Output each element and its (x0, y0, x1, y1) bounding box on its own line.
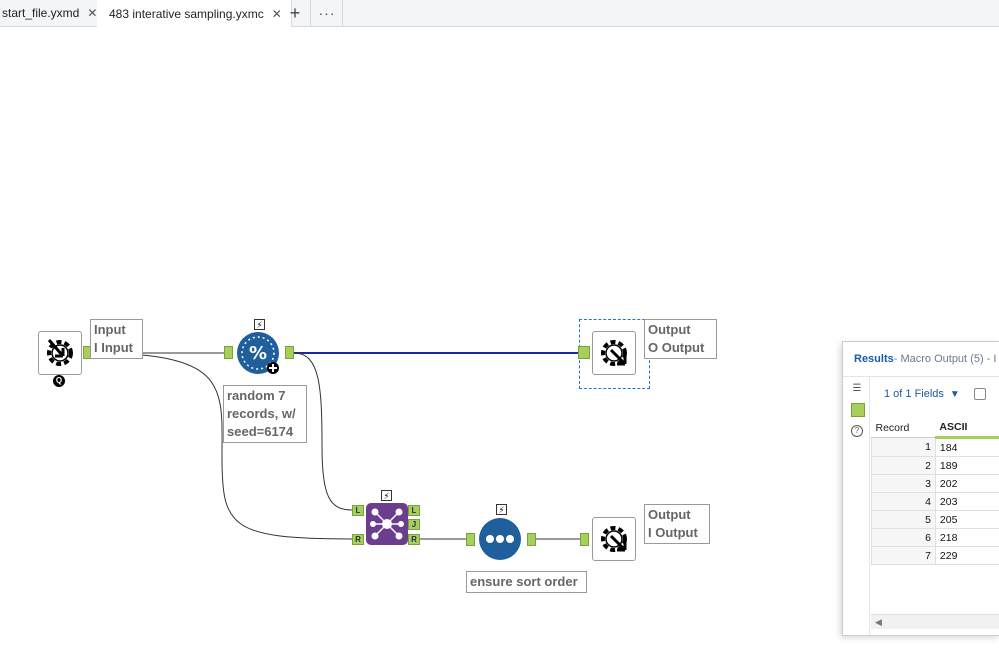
more-tabs-button[interactable]: ··· (312, 0, 343, 26)
join-right-output-anchor[interactable]: R (408, 534, 420, 545)
output-i-input-anchor[interactable] (580, 533, 589, 546)
bolt-icon: ⚡ (381, 490, 392, 501)
output-o-annotation: Output O Output (644, 319, 717, 359)
bolt-icon: ⚡ (496, 504, 507, 515)
list-icon[interactable]: ☰ (852, 383, 862, 394)
record-cell: 3 (871, 474, 936, 493)
output-o-input-anchor[interactable] (578, 346, 590, 359)
scroll-left-icon[interactable]: ◀ (875, 617, 882, 627)
tab-interative-sampling[interactable]: 483 interative sampling.yxmc ✕ (97, 0, 292, 27)
add-tab-button[interactable]: + (280, 0, 311, 26)
record-cell: 2 (871, 456, 936, 475)
workflow-canvas[interactable]: Q Input I Input ⚡ % random 7 records, w/… (0, 27, 999, 656)
join-tool[interactable] (365, 502, 409, 546)
join-left-output-anchor[interactable]: L (408, 505, 420, 516)
connection-wires (92, 352, 580, 540)
ascii-cell: 218 (934, 528, 999, 547)
svg-text:%: % (249, 343, 267, 364)
macro-output-i-tool[interactable] (592, 517, 636, 561)
sort-tool[interactable] (478, 517, 522, 561)
percent-icon: % (237, 332, 279, 374)
question-badge: Q (53, 375, 65, 387)
join-left-input-anchor[interactable]: L (352, 505, 364, 516)
close-icon[interactable]: ✕ (87, 6, 98, 20)
column-header-record[interactable]: Record (871, 418, 936, 438)
sort-dots-icon (479, 518, 521, 560)
results-header: Results - Macro Output (5) - I (843, 342, 999, 377)
results-sidebar: ☰ ? (843, 377, 870, 635)
sample-tool[interactable]: % (236, 331, 280, 375)
join-right-input-anchor[interactable]: R (352, 534, 364, 545)
join-join-output-anchor[interactable]: J (408, 519, 420, 530)
close-icon[interactable]: ✕ (271, 6, 282, 21)
sort-annotation: ensure sort order (466, 571, 587, 593)
column-header-ascii[interactable]: ASCII (935, 418, 999, 439)
results-subtitle: - Macro Output (5) - I (893, 353, 997, 365)
record-cell: 1 (871, 437, 936, 457)
ascii-cell: 202 (934, 474, 999, 493)
fields-selector[interactable]: 1 of 1 Fields ▼ (873, 377, 986, 411)
ascii-cell: 184 (934, 437, 999, 457)
data-view-icon[interactable] (851, 403, 865, 417)
tab-label: start_file.yxmd (2, 6, 80, 20)
horizontal-scrollbar[interactable]: ◀ (871, 614, 999, 629)
sort-input-anchor[interactable] (466, 533, 475, 546)
chevron-down-icon: ▼ (949, 388, 960, 400)
sample-annotation: random 7 records, w/ seed=6174 (223, 385, 307, 443)
macro-output-gear-icon (601, 526, 627, 552)
record-cell: 5 (871, 510, 936, 529)
ascii-cell: 205 (934, 510, 999, 529)
bolt-icon: ⚡ (254, 319, 265, 330)
join-icon (366, 503, 408, 545)
sample-input-anchor[interactable] (224, 346, 233, 359)
fields-label: 1 of 1 Fields (884, 388, 944, 400)
ascii-cell: 189 (934, 456, 999, 475)
help-icon[interactable]: ? (851, 425, 863, 437)
sample-output-anchor[interactable] (285, 346, 294, 359)
ascii-cell: 229 (934, 546, 999, 565)
results-panel: Results - Macro Output (5) - I ☰ ? 1 of … (842, 341, 999, 636)
ascii-cell: 203 (934, 492, 999, 511)
record-cell: 6 (871, 528, 936, 547)
tab-start-file[interactable]: start_file.yxmd ✕ (0, 0, 98, 26)
record-cell: 7 (871, 546, 936, 565)
checkbox-icon[interactable] (973, 388, 986, 400)
input-annotation: Input I Input (90, 319, 143, 359)
tab-label: 483 interative sampling.yxmc (109, 6, 264, 21)
output-i-annotation: Output I Output (644, 504, 710, 544)
results-title: Results (854, 353, 894, 365)
record-cell: 4 (871, 492, 936, 511)
macro-output-o-tool[interactable] (592, 331, 636, 375)
sort-output-anchor[interactable] (527, 533, 536, 546)
macro-output-gear-icon (601, 340, 627, 366)
macro-input-gear-icon (47, 339, 73, 366)
macro-input-tool[interactable] (38, 331, 82, 375)
tab-bar: start_file.yxmd ✕ 483 interative samplin… (0, 0, 999, 27)
